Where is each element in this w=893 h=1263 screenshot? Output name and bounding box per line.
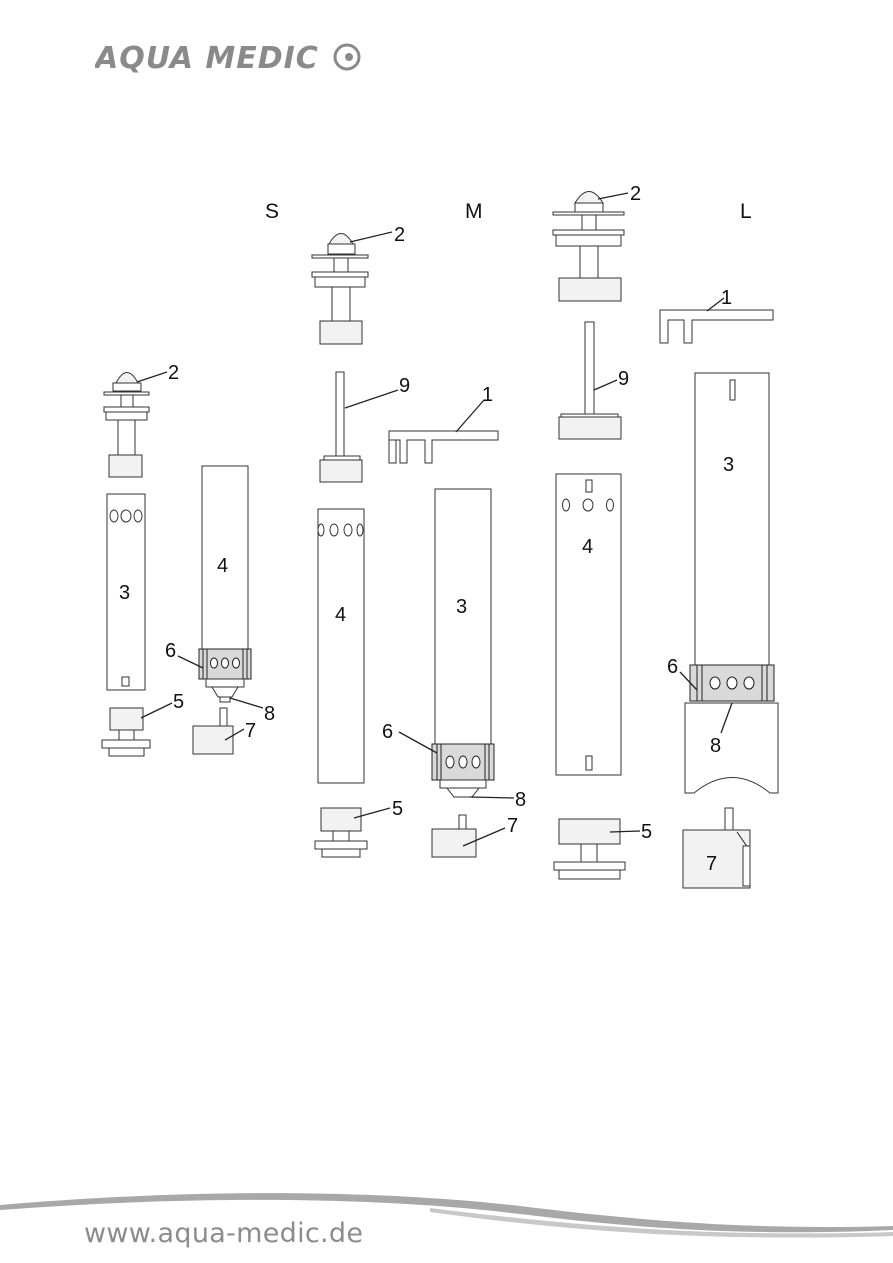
m-part-1-bracket xyxy=(388,430,499,464)
s-label-5: 5 xyxy=(173,691,184,713)
l-part-5-foot xyxy=(553,818,626,880)
l-label-6: 6 xyxy=(667,656,678,678)
footer-swoosh-decoration xyxy=(0,1193,893,1238)
l-part-7-pump xyxy=(682,807,751,889)
l-label-1: 1 xyxy=(721,287,732,309)
s-label-8: 8 xyxy=(264,703,275,725)
m-part-9-rod xyxy=(319,371,363,483)
s-label-2: 2 xyxy=(168,362,179,384)
s-part-7-pump xyxy=(192,707,234,755)
m-label-9: 9 xyxy=(399,375,410,397)
s-part-6-collar xyxy=(198,648,252,688)
s-part-2-valve-cap xyxy=(103,372,150,478)
l-label-8: 8 xyxy=(710,735,721,757)
l-label-4: 4 xyxy=(582,536,593,558)
l-part-2-valve-cap xyxy=(552,191,625,302)
m-label-5: 5 xyxy=(392,798,403,820)
s-part-4-tube xyxy=(201,465,249,650)
m-part-5-foot xyxy=(314,807,368,858)
m-label-7: 7 xyxy=(507,815,518,837)
size-l-parts: 2 9 4 5 xyxy=(552,183,779,889)
l-part-1-bracket xyxy=(659,309,774,344)
m-part-6-collar xyxy=(431,743,495,789)
s-label-7: 7 xyxy=(245,720,256,742)
l-part-4-tube xyxy=(555,473,622,776)
m-part-8-nozzle xyxy=(445,787,481,798)
exploded-parts-diagram: S M L 2 3 xyxy=(101,183,779,889)
logo-eye-icon xyxy=(333,43,361,71)
m-part-2-valve-cap xyxy=(311,233,369,345)
size-m-parts: 2 9 1 4 xyxy=(311,224,526,858)
m-label-6: 6 xyxy=(382,721,393,743)
m-label-8: 8 xyxy=(515,789,526,811)
s-part-8-nozzle xyxy=(211,686,239,703)
s-part-5-foot xyxy=(101,707,151,757)
size-heading-s: S xyxy=(265,200,279,223)
m-part-4-tube xyxy=(317,508,365,784)
footer-website-url: www.aqua-medic.de xyxy=(84,1218,364,1249)
m-label-3: 3 xyxy=(456,596,467,618)
m-part-7-pump xyxy=(431,814,477,858)
l-label-2: 2 xyxy=(630,183,641,205)
l-part-6-collar xyxy=(689,664,775,702)
s-label-3: 3 xyxy=(119,582,130,604)
m-label-4: 4 xyxy=(335,604,346,626)
l-label-7: 7 xyxy=(706,853,717,875)
s-label-4: 4 xyxy=(217,555,228,577)
l-part-3-tube xyxy=(694,372,770,666)
s-label-6: 6 xyxy=(165,640,176,662)
aqua-medic-logo: AQUA MEDIC xyxy=(95,41,361,74)
l-label-9: 9 xyxy=(618,368,629,390)
l-part-9-rod xyxy=(558,321,622,440)
size-heading-m: M xyxy=(465,200,483,223)
m-part-3-tube xyxy=(434,488,492,745)
l-label-3: 3 xyxy=(723,454,734,476)
logo-text: AQUA MEDIC xyxy=(95,41,319,74)
l-label-5: 5 xyxy=(641,821,652,843)
l-part-8-stand xyxy=(684,702,779,794)
s-part-3-tube xyxy=(106,493,146,691)
logo-eye-pupil-icon xyxy=(345,53,353,61)
size-s-parts: 2 3 5 4 xyxy=(101,362,275,757)
m-label-2: 2 xyxy=(394,224,405,246)
size-heading-l: L xyxy=(740,200,752,223)
m-label-1: 1 xyxy=(482,384,493,406)
